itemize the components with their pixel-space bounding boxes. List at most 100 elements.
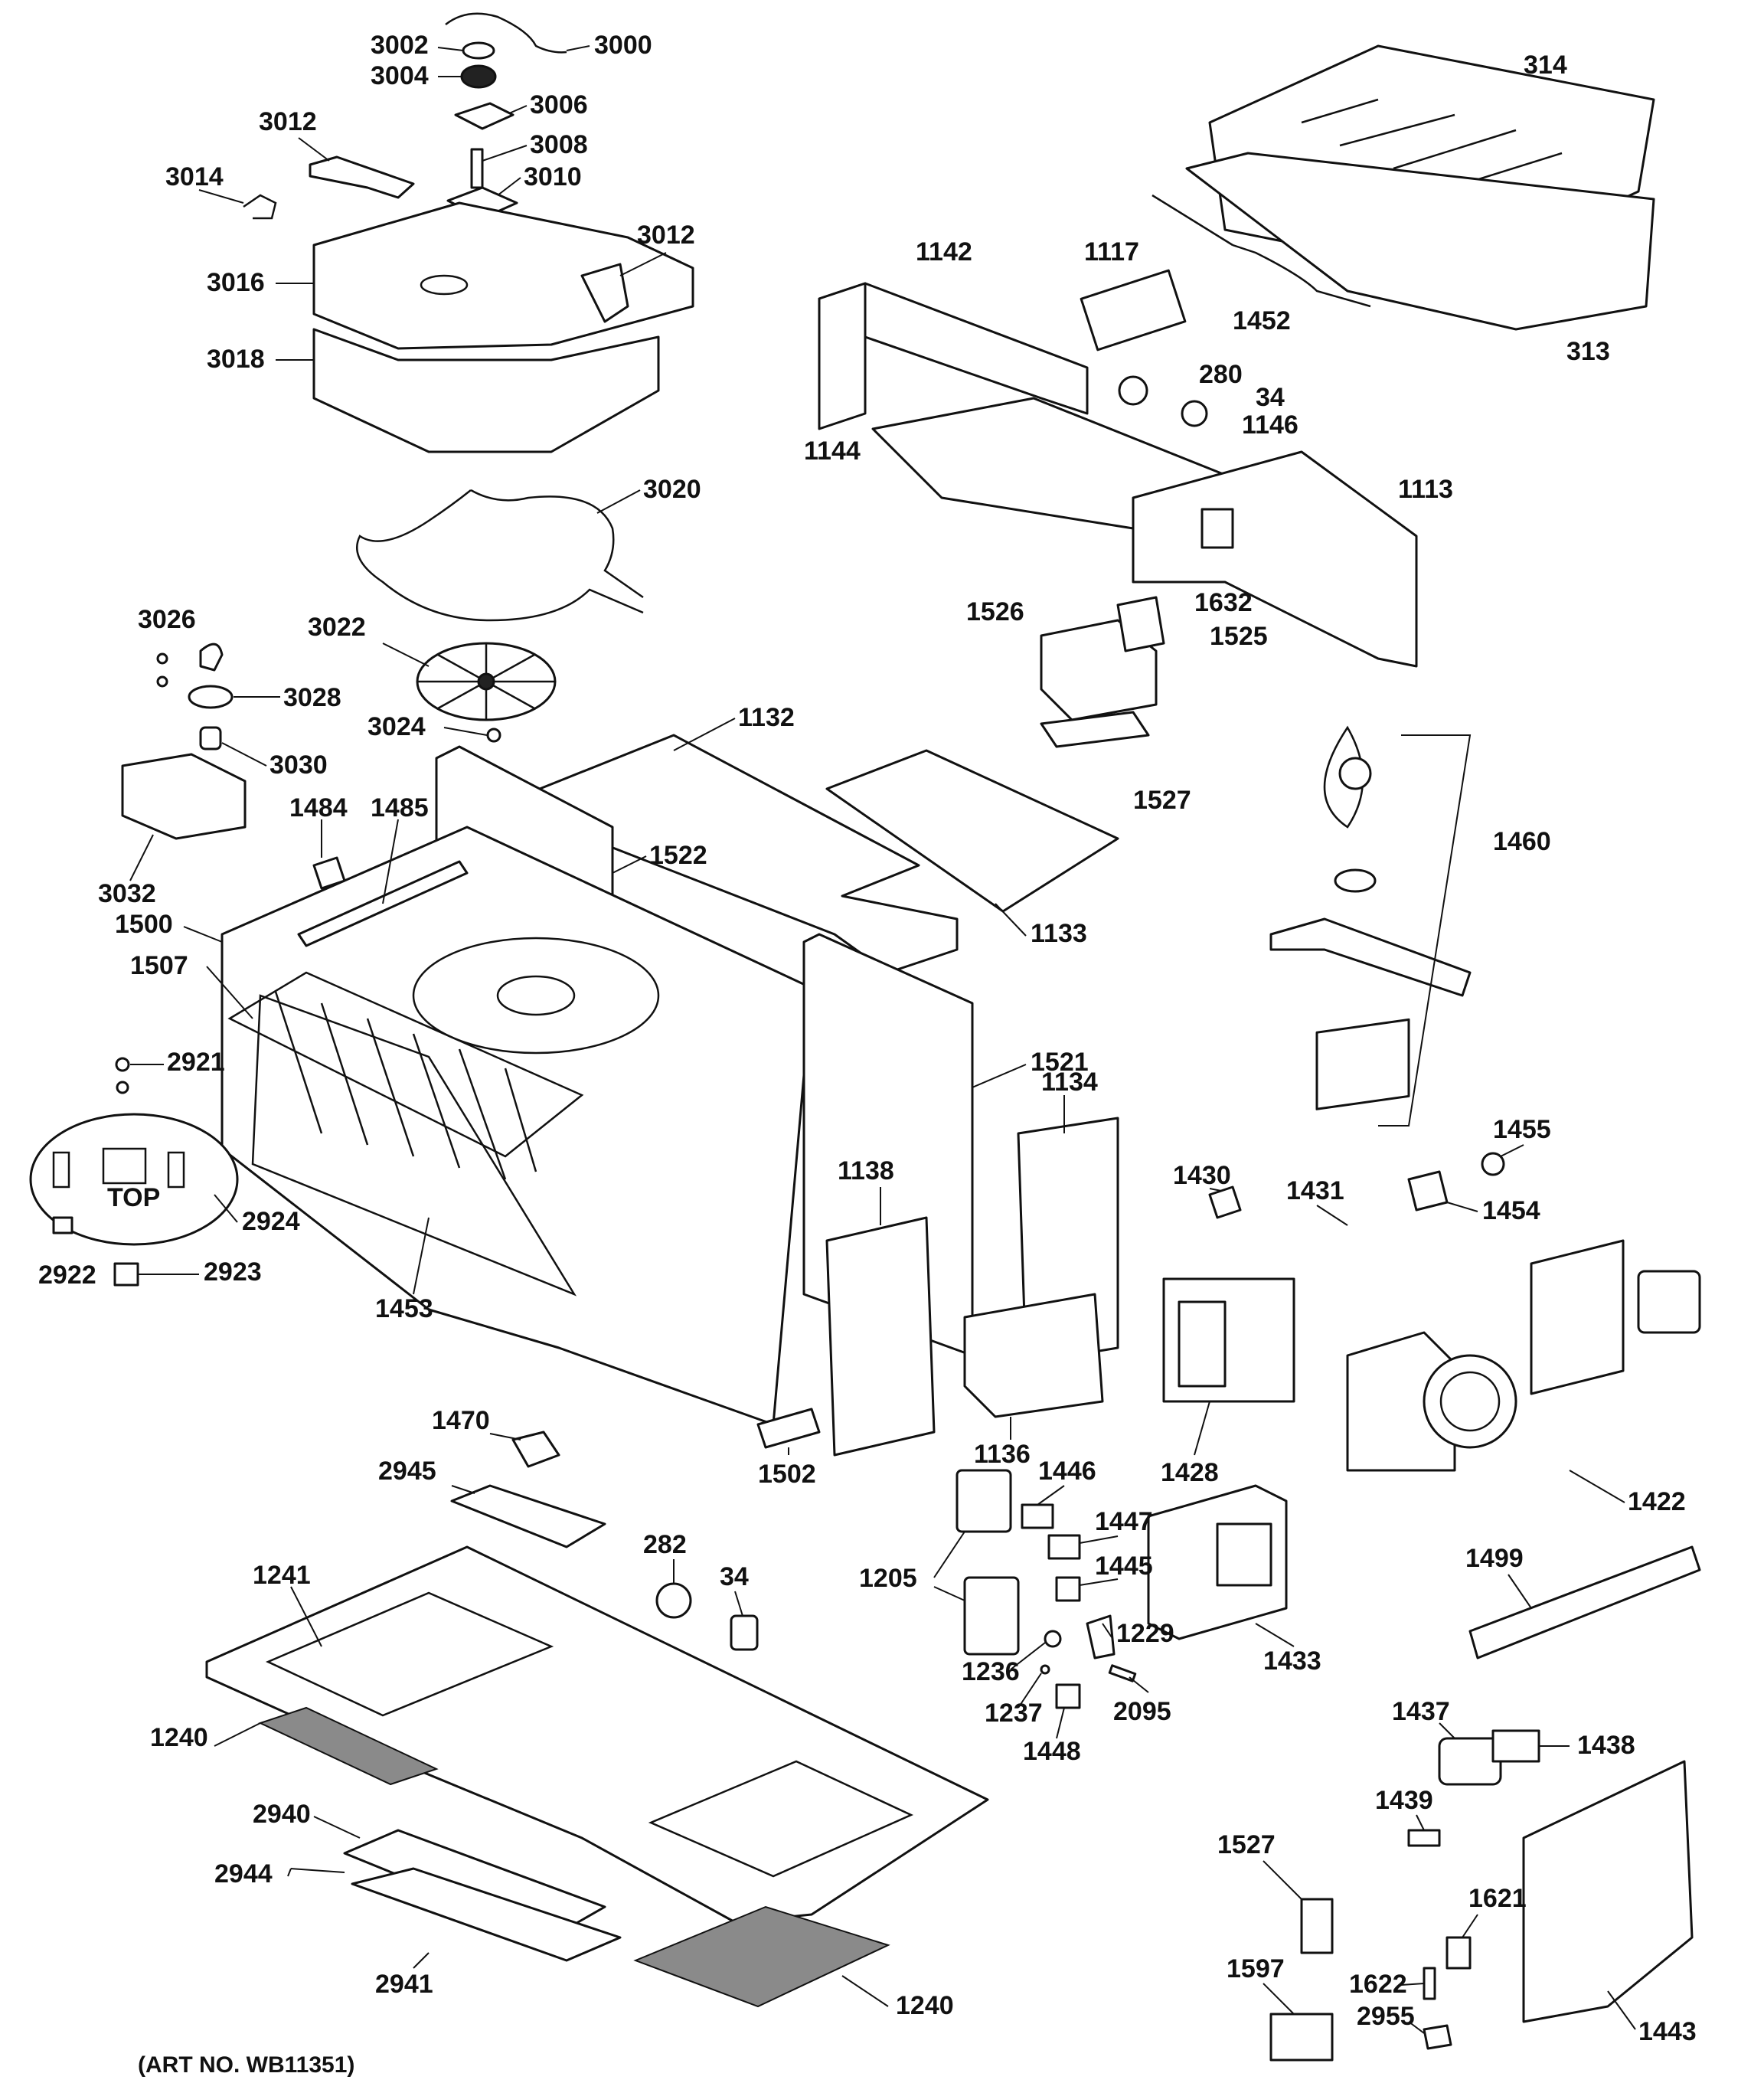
part-1430-clip xyxy=(1208,1185,1242,1219)
callout-1527-a: 1527 xyxy=(1133,786,1191,815)
part-2924-center-plate xyxy=(102,1147,147,1185)
art-number-label: (ART NO. WB11351) xyxy=(138,2052,354,2078)
part-3026-sensor xyxy=(199,643,224,672)
callout-2944: 2944 xyxy=(214,1859,273,1888)
callout-1132: 1132 xyxy=(738,703,795,732)
part-2945-lens xyxy=(450,1484,606,1548)
part-3026-screw-b xyxy=(156,675,168,688)
stamp-top-label: TOP xyxy=(107,1183,160,1212)
callout-2921: 2921 xyxy=(167,1048,225,1077)
part-3016-slot xyxy=(420,274,469,296)
callout-2923: 2923 xyxy=(204,1257,262,1287)
callout-1445: 1445 xyxy=(1095,1552,1153,1581)
part-1117-board xyxy=(1080,269,1187,352)
part-2923-clip xyxy=(113,1262,139,1287)
callout-1527-b: 1527 xyxy=(1217,1830,1276,1859)
part-1455-clip xyxy=(1481,1152,1505,1176)
part-34-socket-top xyxy=(1181,400,1208,427)
callout-2922: 2922 xyxy=(38,1261,96,1290)
callout-1437: 1437 xyxy=(1392,1697,1450,1726)
stirrer-cover-group: TOP xyxy=(29,1057,239,1287)
callout-1507: 1507 xyxy=(130,951,188,980)
part-1240-filter-bottom xyxy=(633,1905,890,2008)
callout-1447: 1447 xyxy=(1095,1507,1153,1536)
part-1237-spring xyxy=(1040,1664,1050,1675)
callout-3014: 3014 xyxy=(165,162,224,191)
part-3004-pulley xyxy=(460,64,497,89)
callout-1433: 1433 xyxy=(1263,1646,1321,1676)
callout-1428: 1428 xyxy=(1161,1458,1219,1487)
part-1241-opening-right xyxy=(648,1760,914,1878)
part-3020-heater-element xyxy=(356,489,644,622)
callout-1460: 1460 xyxy=(1493,827,1551,856)
callout-1422: 1422 xyxy=(1628,1487,1686,1516)
base-group xyxy=(205,1545,989,2008)
callout-1240-a: 1240 xyxy=(150,1723,208,1752)
callout-1134: 1134 xyxy=(1041,1068,1098,1097)
callout-2095: 2095 xyxy=(1113,1697,1171,1726)
callout-1485: 1485 xyxy=(371,793,429,822)
callout-1484: 1484 xyxy=(289,793,348,822)
part-3000-wire xyxy=(445,12,567,54)
part-1622-fuse xyxy=(1423,1967,1436,2000)
callout-1443: 1443 xyxy=(1638,2017,1697,2046)
callout-1133: 1133 xyxy=(1031,919,1087,948)
callout-labels: 3000 3002 3004 3006 3008 3010 3012 3012 … xyxy=(38,31,1697,2046)
part-1133-cover xyxy=(825,749,1119,913)
part-1454-switch xyxy=(1407,1170,1449,1212)
part-1136-duct xyxy=(963,1293,1104,1418)
part-2921-screw xyxy=(115,1057,130,1072)
callout-3006: 3006 xyxy=(530,90,588,119)
part-1229-lever xyxy=(1086,1614,1116,1660)
part-1205-switch-holder-top xyxy=(956,1469,1012,1533)
callout-3012-a: 3012 xyxy=(259,107,317,136)
callout-3028: 3028 xyxy=(283,683,341,712)
part-2944-wire xyxy=(290,1868,345,1873)
callout-3022: 3022 xyxy=(308,613,366,642)
part-1632-relay xyxy=(1200,508,1234,549)
part-1527-plate-top xyxy=(1040,711,1150,748)
callout-1454: 1454 xyxy=(1482,1196,1540,1225)
callout-1597: 1597 xyxy=(1227,1954,1285,1983)
part-3022-fan xyxy=(416,642,557,721)
callout-1455: 1455 xyxy=(1493,1115,1551,1144)
callout-1526: 1526 xyxy=(966,597,1024,626)
upper-bracket-group xyxy=(818,269,1418,748)
callout-2945: 2945 xyxy=(378,1457,436,1486)
part-1446-switch xyxy=(1021,1503,1054,1529)
part-1428-magnetron xyxy=(1162,1277,1295,1403)
part-3006-bracket xyxy=(454,102,514,130)
part-3016-housing-top xyxy=(312,201,694,350)
hv-group xyxy=(1269,1729,1694,2062)
part-1500-turntable-recess xyxy=(412,937,660,1055)
cavity-group xyxy=(220,734,1119,1548)
callout-1240-b: 1240 xyxy=(896,1991,954,2020)
part-1500-turntable-hub xyxy=(496,975,576,1016)
callout-1499: 1499 xyxy=(1465,1544,1524,1573)
part-2921-nut xyxy=(116,1081,129,1094)
callout-3026: 3026 xyxy=(138,605,196,634)
part-3028-gasket xyxy=(188,685,234,709)
part-3002-washer xyxy=(462,41,495,60)
part-2095-screw xyxy=(1108,1664,1137,1682)
part-1470-switch xyxy=(511,1431,560,1468)
leader-lines xyxy=(129,45,1636,2034)
part-1499-bracket xyxy=(1468,1545,1701,1660)
part-3012-bracket-left xyxy=(309,155,415,199)
callout-280: 280 xyxy=(1199,360,1243,389)
part-1433-transformer xyxy=(1147,1484,1288,1640)
part-2924-cover xyxy=(29,1113,239,1246)
part-3008-shaft xyxy=(470,148,484,189)
callout-3004: 3004 xyxy=(371,61,429,90)
callout-34-a: 34 xyxy=(1256,383,1285,412)
callout-1136: 1136 xyxy=(974,1440,1031,1469)
callout-1431: 1431 xyxy=(1286,1176,1344,1205)
callout-1237: 1237 xyxy=(985,1699,1043,1728)
part-1438-bracket xyxy=(1491,1729,1540,1763)
callout-1439: 1439 xyxy=(1375,1786,1433,1815)
callout-1241: 1241 xyxy=(253,1561,311,1590)
callout-314: 314 xyxy=(1524,51,1567,80)
part-1443-bracket xyxy=(1522,1760,1694,2023)
part-3030-knob xyxy=(199,726,222,750)
part-1236-screw xyxy=(1044,1630,1062,1648)
